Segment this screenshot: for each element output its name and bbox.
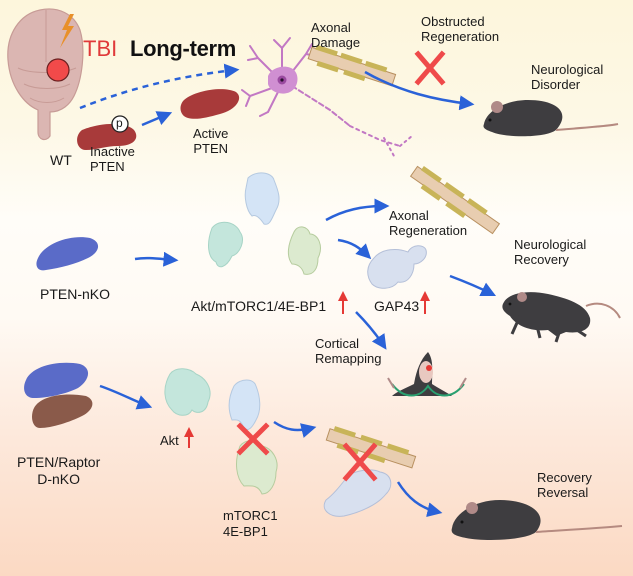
blocked-x-icon-gap43 (342, 442, 378, 482)
label-axonal-regen-line2: Regeneration (389, 223, 468, 238)
akt-protein-shape-dko (164, 368, 211, 416)
blocked-x-icon (414, 50, 446, 86)
label-reversal-line1: Recovery (537, 470, 592, 485)
dashed-arrow-to-neuron (79, 63, 240, 110)
active-pten-shape (180, 89, 240, 119)
label-obstructed-line2: Regeneration (421, 29, 500, 44)
mtorc1-protein-shape (244, 172, 280, 225)
label-cortical-line1: Cortical (315, 336, 360, 351)
label-disorder-line1: Neurological (531, 62, 604, 77)
mouse-reversal-illustration (451, 500, 623, 540)
mtorc1-protein-shape-dko (228, 379, 261, 431)
mouse-cortical-remapping-illustration (387, 352, 467, 397)
label-mtorc1-4ebp1: mTORC1 4E-BP1 (223, 508, 278, 540)
label-pten-nko: PTEN-nKO (40, 286, 111, 302)
label-gap43: GAP43 (374, 298, 420, 314)
phospho-letter-label: p (116, 116, 123, 130)
blocked-x-icon-mtorc1 (236, 422, 270, 456)
label-4ebp1: 4E-BP1 (223, 524, 268, 539)
label-dko-line1: PTEN/Raptor (17, 454, 101, 470)
label-active-line2: PTEN (193, 141, 229, 156)
arrow-to-axonal-regeneration (325, 198, 390, 222)
obstructed-axon-segment (307, 44, 397, 87)
label-inactive-line2: PTEN (90, 159, 125, 174)
label-obstructed-regeneration: Obstructed Regeneration (421, 14, 499, 44)
label-mtorc1: mTORC1 (223, 508, 278, 523)
phospho-marker (111, 115, 129, 133)
label-obstructed-line1: Obstructed (421, 14, 485, 29)
mouse-disorder-illustration (483, 100, 619, 137)
arrow-to-recovery (449, 274, 497, 297)
label-neurological-recovery: Neurological Recovery (514, 237, 586, 267)
title-long-term: Long-term (130, 36, 237, 61)
label-inactive-pten: Inactive PTEN (90, 144, 135, 174)
label-recovery-line1: Neurological (514, 237, 587, 252)
label-akt-mtorc1-4ebp1: Akt/mTORC1/4E-BP1 (191, 298, 327, 314)
label-akt: Akt (160, 433, 179, 448)
arrow-to-cortical-remapping (355, 311, 387, 350)
label-cortical-remapping: Cortical Remapping (315, 336, 382, 366)
label-cortical-line2: Remapping (315, 351, 382, 366)
arrow-to-active-pten (141, 111, 173, 127)
brain-illustration (7, 8, 84, 141)
label-reversal-line2: Reversal (537, 485, 589, 500)
label-axonal-regen-line1: Axonal (389, 208, 429, 223)
gap43-protein-shape-dko (323, 469, 392, 517)
label-wt: WT (50, 152, 72, 168)
title-tbi: TBI (83, 36, 118, 61)
lightning-bolt-icon (60, 14, 74, 48)
label-disorder-line2: Disorder (531, 77, 581, 92)
label-pten-raptor-dnko: PTEN/Raptor D-nKO (17, 454, 100, 488)
label-inactive-line1: Inactive (90, 144, 135, 159)
arrow-to-blocked-axon (273, 420, 317, 438)
akt-protein-shape (208, 221, 243, 268)
gap43-protein-shape (367, 245, 427, 289)
label-neurological-disorder: Neurological Disorder (531, 62, 603, 92)
label-axonal-damage-line2: Damage (311, 35, 361, 50)
label-axonal-damage: Axonal Damage (311, 20, 360, 50)
arrow-to-akt (99, 384, 153, 410)
regenerating-axon-segment (409, 165, 501, 235)
arrow-to-gap43 (337, 238, 372, 260)
label-dko-line2: D-nKO (37, 471, 81, 487)
injury-site-marker (46, 58, 70, 82)
raptor-nko-shape (32, 394, 93, 428)
arrow-to-disorder (364, 70, 475, 111)
mouse-recovery-illustration (502, 292, 621, 343)
arrow-to-akt-pathway (134, 251, 179, 267)
label-recovery-line2: Recovery (514, 252, 569, 267)
label-active-pten: Active PTEN (193, 126, 228, 156)
neuron-nucleolus (280, 78, 284, 82)
label-axonal-regeneration: Axonal Regeneration (389, 208, 467, 238)
pten-nko-shape-dko (24, 362, 89, 398)
pten-nko-shape (36, 237, 99, 271)
arrow-to-recovery-reversal (396, 481, 443, 518)
label-axonal-damage-line1: Axonal (311, 20, 351, 35)
4ebp1-protein-shape (287, 226, 321, 275)
label-active-line1: Active (193, 126, 229, 141)
label-recovery-reversal: Recovery Reversal (537, 470, 592, 500)
